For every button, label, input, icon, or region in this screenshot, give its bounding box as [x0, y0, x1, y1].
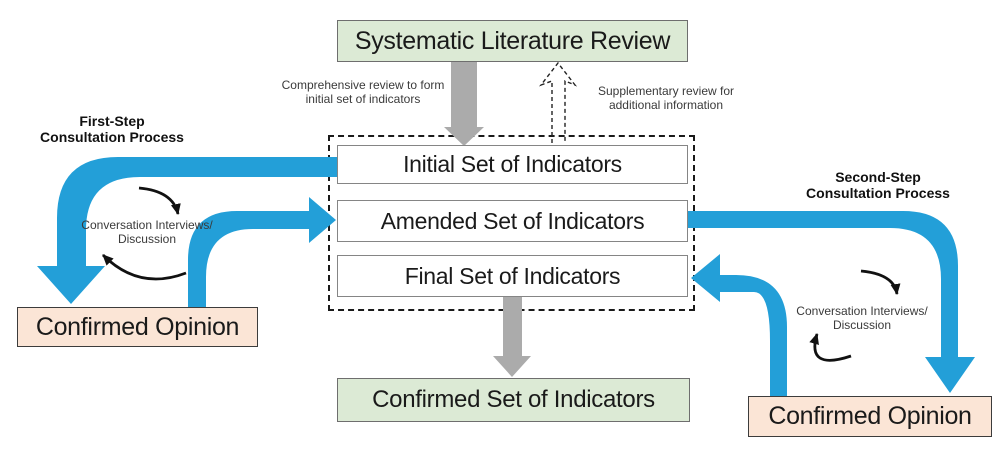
caption-line: Discussion	[117, 232, 177, 246]
caption-line: initial set of indicators	[305, 92, 421, 106]
label-first-step-consultation-process: First-Step Consultation Process	[40, 113, 184, 145]
gray-down-arrow-top-icon	[444, 62, 484, 146]
caption-supplementary-review: Supplementary review for additional info…	[598, 84, 734, 112]
caption-line: Supplementary review for	[597, 84, 735, 98]
caption-line: First-Step	[79, 113, 145, 129]
caption-line: Conversation Interviews/	[796, 304, 928, 318]
node-systematic-literature-review: Systematic Literature Review	[337, 20, 688, 62]
node-confirmed-opinion-right: Confirmed Opinion	[748, 396, 992, 437]
caption-line: Conversation Interviews/	[81, 218, 213, 232]
cycle-arrow-top-left-icon	[138, 186, 181, 215]
gray-down-arrow-bottom-icon	[493, 297, 531, 377]
label-second-step-consultation-process: Second-Step Consultation Process	[806, 169, 950, 201]
node-amended-set-of-indicators: Amended Set of Indicators	[337, 200, 688, 242]
blue-arrow-confirmed-to-final-icon	[691, 254, 787, 396]
caption-line: additional information	[608, 98, 724, 112]
blue-arrow-confirmed-to-amended-icon	[188, 197, 336, 308]
cycle-arrow-bottom-right-icon	[809, 333, 852, 362]
caption-line: Consultation Process	[806, 184, 950, 201]
cycle-arrow-top-right-icon	[860, 269, 901, 295]
caption-line: Second-Step	[835, 169, 921, 185]
node-confirmed-set-of-indicators: Confirmed Set of Indicators	[337, 378, 690, 422]
caption-comprehensive-review: Comprehensive review to form initial set…	[282, 78, 445, 106]
node-initial-set-of-indicators: Initial Set of Indicators	[337, 145, 688, 184]
node-final-set-of-indicators: Final Set of Indicators	[337, 255, 688, 297]
dashed-up-arrow-icon	[538, 61, 578, 143]
cycle-arrow-bottom-left-icon	[102, 254, 187, 281]
blue-arrow-initial-to-confirmed-icon	[37, 157, 340, 304]
blue-arrow-amended-to-confirmed-icon	[688, 211, 975, 393]
caption-line: Consultation Process	[40, 128, 184, 145]
caption-conversation-interviews-left: Conversation Interviews/ Discussion	[81, 218, 212, 246]
caption-line: Discussion	[832, 318, 892, 332]
node-confirmed-opinion-left: Confirmed Opinion	[17, 307, 258, 347]
caption-line: Comprehensive review to form	[281, 78, 445, 92]
caption-conversation-interviews-right: Conversation Interviews/ Discussion	[796, 304, 927, 332]
